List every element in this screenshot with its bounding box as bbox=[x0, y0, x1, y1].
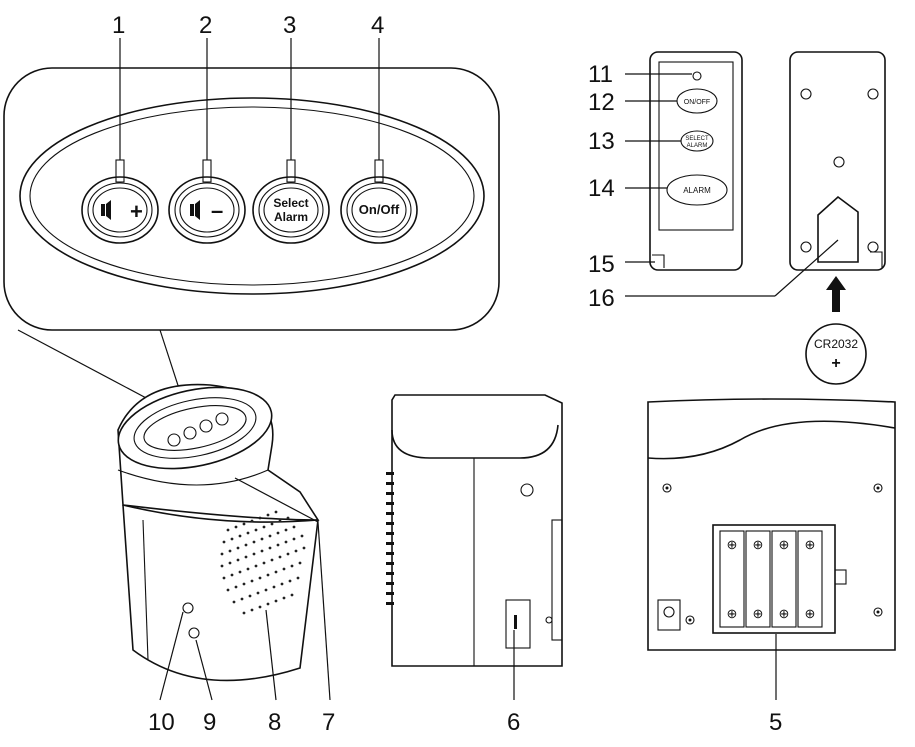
callout-6: 6 bbox=[507, 709, 520, 736]
volume-up-button: + bbox=[81, 159, 159, 244]
callout-11: 11 bbox=[588, 61, 613, 88]
cell-2-bottom: ⊕ bbox=[753, 606, 764, 621]
side-vents bbox=[386, 472, 394, 605]
cell-1-bottom: ⊕ bbox=[727, 606, 738, 621]
jack-9 bbox=[188, 627, 200, 639]
callout-4: 4 bbox=[371, 12, 384, 39]
speaker-front-view bbox=[117, 383, 331, 701]
callout-3: 3 bbox=[283, 12, 296, 39]
remote-back-view bbox=[625, 51, 886, 297]
battery-compartment: ⊕ ⊕ ⊕ ⊕ ⊕ ⊕ ⊕ ⊕ bbox=[712, 524, 836, 634]
callout-14: 14 bbox=[588, 175, 615, 202]
on-off-label: On/Off bbox=[359, 202, 400, 217]
callout-1: 1 bbox=[112, 12, 125, 39]
select-alarm-label-line2: Alarm bbox=[274, 210, 308, 224]
speaker-grille bbox=[220, 510, 306, 615]
callout-16: 16 bbox=[588, 285, 615, 312]
jack-10 bbox=[182, 602, 194, 614]
on-off-button: On/Off bbox=[340, 159, 418, 244]
remote-alarm-label: ALARM bbox=[683, 186, 711, 195]
cell-2-top: ⊕ bbox=[753, 537, 764, 552]
remote-select-line1: SELECT bbox=[685, 136, 709, 142]
panel-oval-outer bbox=[19, 97, 485, 295]
coin-battery: CR2032 + bbox=[805, 323, 867, 385]
remote-alarm-button bbox=[666, 174, 728, 206]
battery-polarity: + bbox=[831, 355, 840, 372]
battery-cover bbox=[817, 195, 859, 263]
cell-4-bottom: ⊕ bbox=[805, 606, 816, 621]
volume-down-button: – bbox=[168, 159, 246, 244]
speaker-icon bbox=[101, 200, 111, 220]
callout-9: 9 bbox=[203, 709, 216, 736]
callout-2: 2 bbox=[199, 12, 212, 39]
panel-outline bbox=[3, 67, 500, 331]
callout-12: 12 bbox=[588, 89, 615, 116]
callout-5: 5 bbox=[769, 709, 782, 736]
cell-3-bottom: ⊕ bbox=[779, 606, 790, 621]
callout-7: 7 bbox=[322, 709, 335, 736]
panel-oval-inner bbox=[29, 106, 475, 286]
cell-1-top: ⊕ bbox=[727, 537, 738, 552]
remote-select-line2: ALARM bbox=[687, 143, 708, 149]
cell-3-top: ⊕ bbox=[779, 537, 790, 552]
callout-13: 13 bbox=[588, 128, 615, 155]
volume-up-symbol: + bbox=[130, 199, 143, 224]
speaker-side-view bbox=[386, 394, 563, 700]
battery-model: CR2032 bbox=[814, 337, 858, 351]
remote-onoff-label: ON/OFF bbox=[684, 99, 710, 106]
speaker-rear-view: ⊕ ⊕ ⊕ ⊕ ⊕ ⊕ ⊕ ⊕ bbox=[647, 398, 896, 700]
remote-front-view: ON/OFF SELECT ALARM ALARM bbox=[625, 51, 743, 271]
callout-8: 8 bbox=[268, 709, 281, 736]
speaker-icon bbox=[190, 200, 200, 220]
remote-led bbox=[692, 71, 702, 81]
callout-10: 10 bbox=[148, 709, 175, 736]
volume-down-symbol: – bbox=[211, 198, 223, 223]
battery-insert-arrow bbox=[826, 276, 846, 312]
select-alarm-label-line1: Select bbox=[273, 196, 308, 210]
control-panel-closeup: + – Select Alarm bbox=[3, 38, 500, 331]
cell-4-top: ⊕ bbox=[805, 537, 816, 552]
callout-15: 15 bbox=[588, 251, 615, 278]
